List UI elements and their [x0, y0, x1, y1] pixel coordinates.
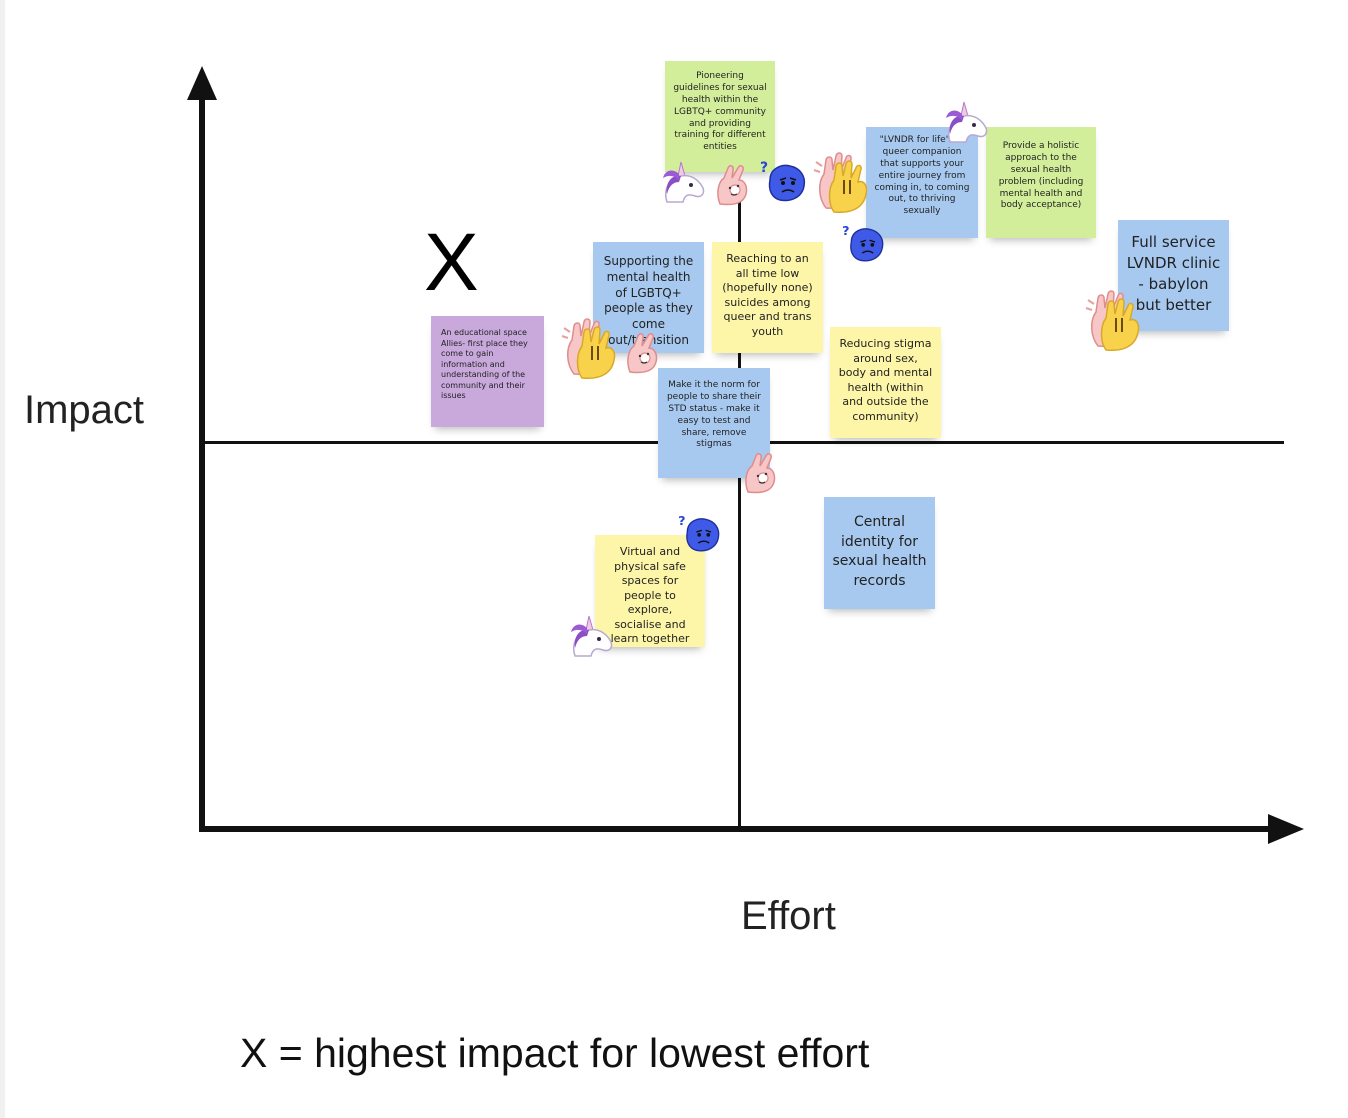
x-axis-label: Effort	[741, 894, 836, 938]
ok-hand-icon	[620, 332, 666, 374]
y-axis-arrowhead	[187, 66, 217, 100]
unicorn-icon	[942, 100, 990, 144]
confused-face-icon: ?	[760, 158, 810, 204]
waving-hand-icon	[812, 152, 872, 214]
y-axis-label: Impact	[24, 388, 145, 432]
y-axis-line	[199, 92, 205, 832]
sticky-note-supporting-mental-health[interactable]: Supporting the mental health of LGBTQ+ p…	[593, 242, 704, 353]
ok-hand-icon	[738, 452, 784, 494]
sticky-note-reducing-stigma[interactable]: Reducing stigma around sex, body and men…	[830, 327, 941, 438]
sticky-note-pioneering[interactable]: Pioneering guidelines for sexual health …	[665, 61, 775, 172]
svg-text:?: ?	[678, 514, 685, 529]
x-axis-arrowhead	[1268, 814, 1304, 844]
sticky-note-holistic[interactable]: Provide a holistic approach to the sexua…	[986, 127, 1096, 238]
sticky-note-educational-space[interactable]: An educational space Allies- first place…	[431, 316, 544, 427]
svg-text:?: ?	[760, 160, 768, 176]
waving-hand-icon	[560, 318, 620, 380]
svg-text:?: ?	[842, 224, 849, 239]
sticky-note-lvndr-for-life[interactable]: "LVNDR for life" - a queer companion tha…	[866, 127, 978, 238]
quadrant-vertical-divider	[738, 200, 741, 830]
caption: X = highest impact for lowest effort	[240, 1030, 870, 1076]
sticky-note-central-identity[interactable]: Central identity for sexual health recor…	[824, 497, 935, 609]
sticky-note-full-service[interactable]: Full service LVNDR clinic - babylon but …	[1118, 220, 1229, 331]
confused-face-icon: ?	[842, 222, 888, 264]
x-marker: X	[424, 217, 479, 308]
sticky-note-std-norm[interactable]: Make it the norm for people to share the…	[658, 368, 770, 478]
unicorn-icon	[659, 160, 707, 204]
unicorn-icon	[567, 614, 615, 658]
sticky-note-reaching-low[interactable]: Reaching to an all time low (hopefully n…	[712, 242, 823, 353]
waving-hand-icon	[1084, 290, 1144, 352]
confused-face-icon: ?	[678, 512, 724, 554]
canvas-edge	[0, 0, 5, 1118]
ok-hand-icon	[710, 164, 756, 206]
sticky-note-safe-spaces[interactable]: Virtual and physical safe spaces for peo…	[595, 535, 705, 647]
